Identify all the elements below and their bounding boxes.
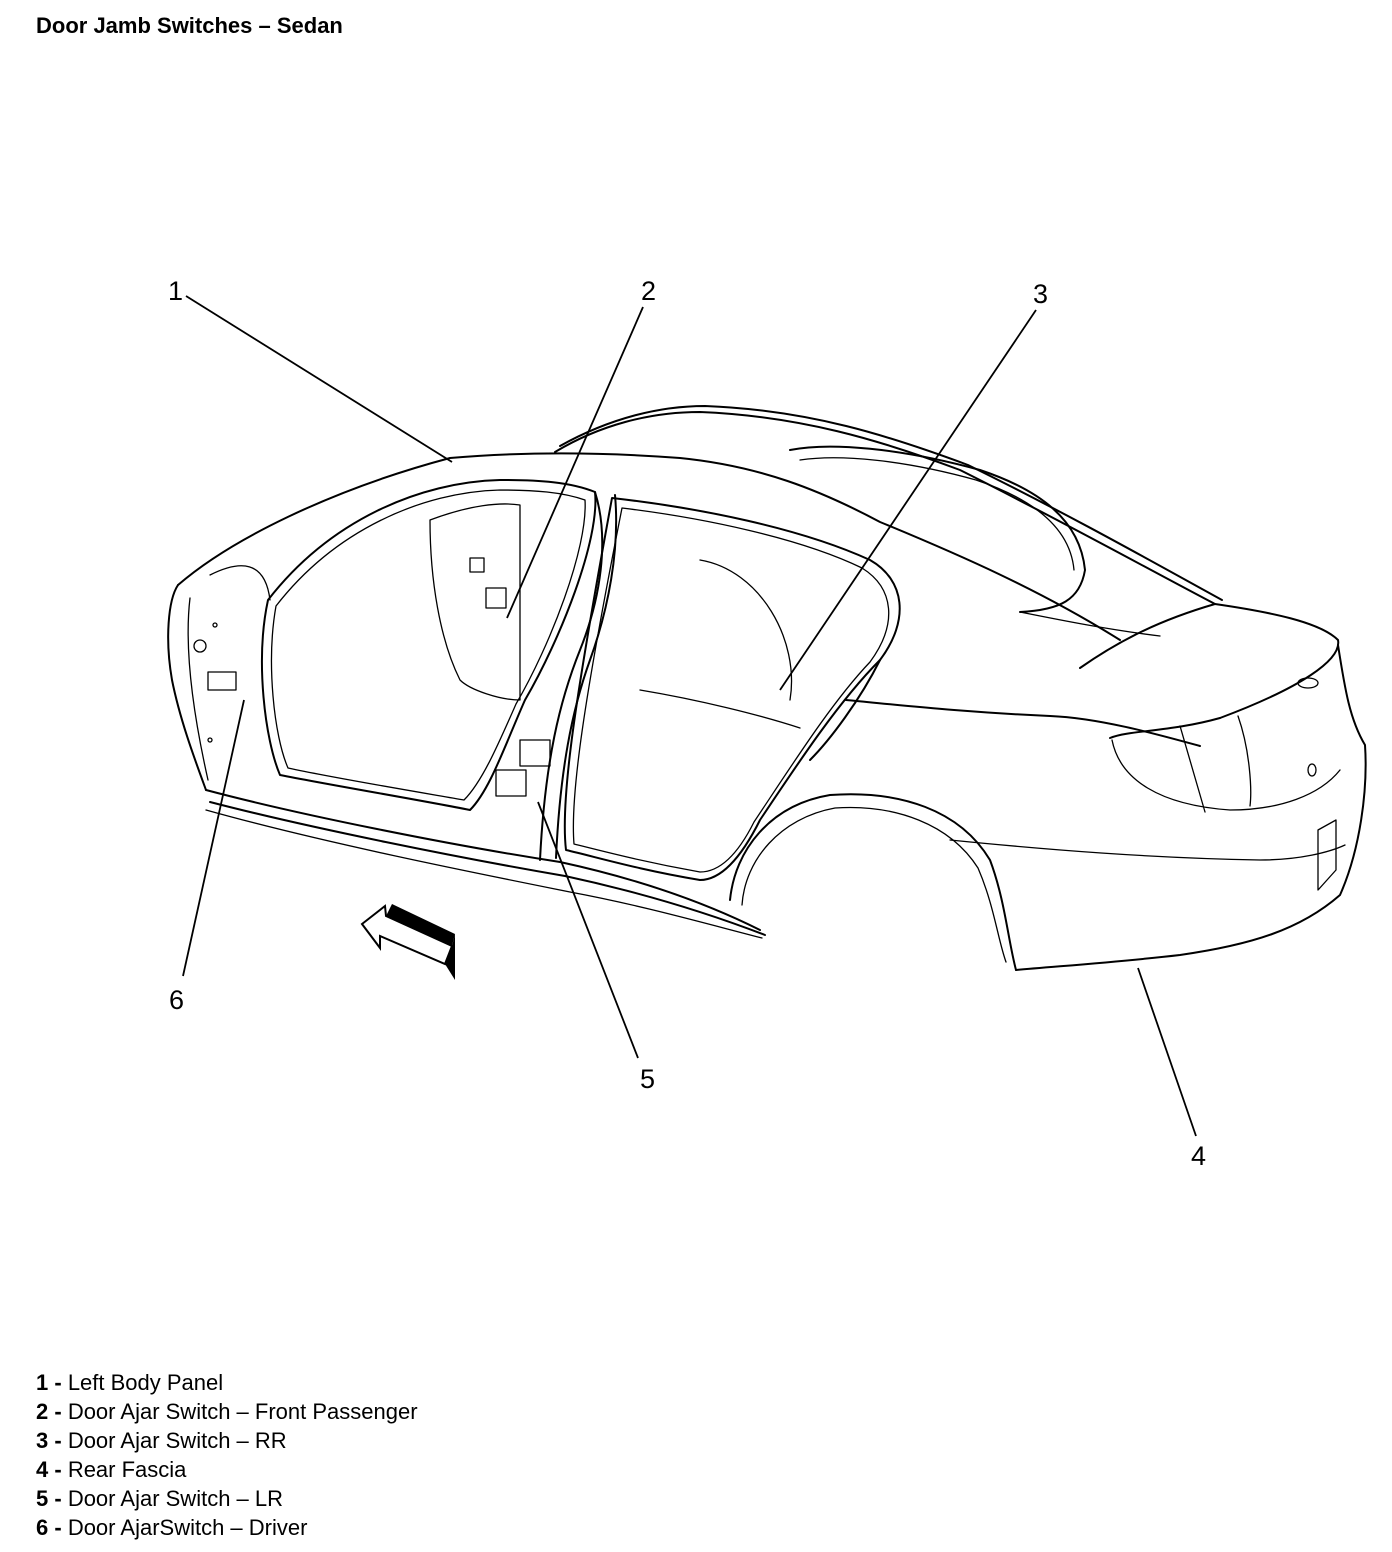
legend-number: 4: [36, 1457, 49, 1482]
legend-number: 5: [36, 1486, 49, 1511]
legend-label: Door Ajar Switch – Front Passenger: [67, 1399, 418, 1424]
legend-separator: -: [48, 1457, 68, 1482]
leader-line-5: [537, 801, 639, 1059]
legend-item: 3 - Door Ajar Switch – RR: [36, 1426, 418, 1455]
legend-label: Rear Fascia: [67, 1457, 187, 1482]
leader-line-2: [506, 306, 644, 619]
legend-separator: -: [48, 1370, 68, 1395]
legend-item: 2 - Door Ajar Switch – Front Passenger: [36, 1397, 418, 1426]
legend-item: 1 - Left Body Panel: [36, 1368, 418, 1397]
leader-line-3: [779, 309, 1037, 691]
legend-separator: -: [48, 1515, 68, 1540]
page-title: Door Jamb Switches – Sedan: [36, 13, 343, 38]
legend-separator: -: [48, 1428, 68, 1453]
legend-number: 3: [36, 1428, 49, 1453]
legend-item: 4 - Rear Fascia: [36, 1455, 418, 1484]
leader-line-1: [185, 295, 453, 463]
front-direction-arrow-icon: [360, 904, 455, 980]
legend-label: Door Ajar Switch – LR: [67, 1486, 284, 1511]
legend-separator: -: [48, 1486, 68, 1511]
callout-number-1: 1: [168, 276, 183, 306]
legend-label: Door Ajar Switch – RR: [67, 1428, 287, 1453]
legend-separator: -: [48, 1399, 68, 1424]
legend-number: 6: [36, 1515, 49, 1540]
leader-line-6: [182, 699, 245, 977]
legend-item: 6 - Door AjarSwitch – Driver: [36, 1513, 418, 1542]
callout-number-4: 4: [1191, 1141, 1206, 1171]
callout-number-3: 3: [1033, 279, 1048, 309]
legend-label: Door AjarSwitch – Driver: [67, 1515, 308, 1540]
car-body-outline: [167, 405, 1367, 971]
legend-number: 1: [36, 1370, 49, 1395]
callout-number-5: 5: [640, 1064, 655, 1094]
callout-number-6: 6: [169, 985, 184, 1015]
legend-label: Left Body Panel: [67, 1370, 224, 1395]
leader-line-4: [1137, 967, 1197, 1137]
callout-number-2: 2: [641, 276, 656, 306]
legend-item: 5 - Door Ajar Switch – LR: [36, 1484, 418, 1513]
legend-number: 2: [36, 1399, 49, 1424]
callout-legend: 1 - Left Body Panel 2 - Door Ajar Switch…: [36, 1368, 418, 1542]
